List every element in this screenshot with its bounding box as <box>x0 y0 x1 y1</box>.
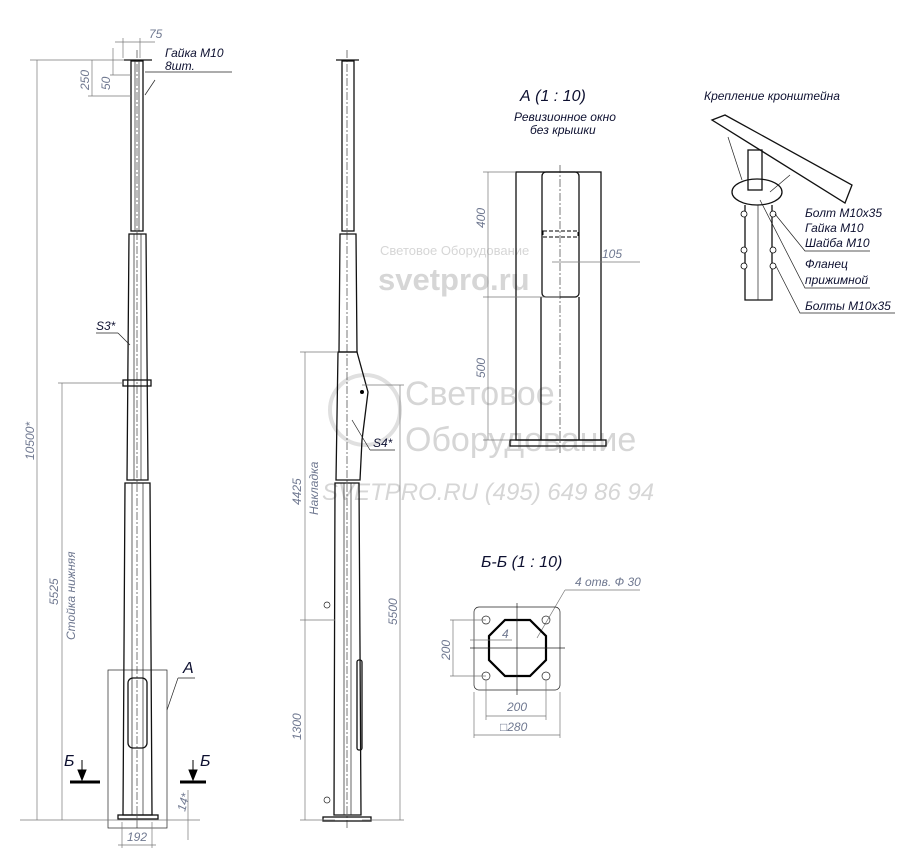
watermark-logo <box>328 373 402 447</box>
bracket-detail: Крепление кронштейна Болт М10х35 Гайка М… <box>704 89 895 314</box>
pole-side-view: 10500* 5525 Стойка нижняя 250 50 75 Гайк… <box>20 27 232 848</box>
watermark-text: Световое <box>405 375 555 413</box>
view-a-marker: А <box>182 660 194 677</box>
pole-front-view: 4425 Накладка 1300 5500 S4* <box>290 50 404 830</box>
view-a-note: Ревизионное окно <box>514 110 616 124</box>
dim-lower-label: 5525 <box>47 578 61 605</box>
dim-h200-label: 200 <box>506 700 527 714</box>
dim-1300-label: 1300 <box>290 713 304 740</box>
bracket-item: прижимной <box>805 273 868 287</box>
dim-total-label: 10500* <box>23 422 37 460</box>
thickness-upper-label: S3* <box>96 319 116 333</box>
dim-280-label: □280 <box>500 720 528 734</box>
dim-50-label: 50 <box>99 76 113 90</box>
thickness-lower-label: S4* <box>373 436 393 450</box>
dim-14-label: 14* <box>174 791 192 812</box>
dim-105-label: 105 <box>602 247 622 261</box>
nut-label: Гайка М10 <box>165 46 224 60</box>
section-bb: Б-Б (1 : 10) 4 отв. Ф 30 200 4 200 □280 <box>439 554 641 738</box>
watermark-text: svetpro.ru <box>378 262 530 297</box>
dim-400-label: 400 <box>474 208 488 228</box>
bracket-item: Фланец <box>805 257 848 271</box>
dim-5500-label: 5500 <box>386 598 400 625</box>
bracket-title: Крепление кронштейна <box>704 89 840 103</box>
dim-250-label: 250 <box>78 70 92 91</box>
section-bb-title: Б-Б (1 : 10) <box>481 554 562 571</box>
nut-qty-label: 8шт. <box>165 59 195 73</box>
watermark-text: SVETPRO.RU (495) 649 86 94 <box>322 479 654 506</box>
bracket-item: Болты М10х35 <box>805 299 891 313</box>
bracket-item: Болт М10х35 <box>805 206 882 220</box>
watermark-text: Световое Оборудование <box>380 243 529 258</box>
dim-4425-label: 4425 <box>290 478 304 505</box>
section-marker-right: Б <box>200 753 210 770</box>
lower-section-label: Стойка нижняя <box>64 551 78 640</box>
bracket-item: Гайка М10 <box>805 221 864 235</box>
section-marker-left: Б <box>64 753 74 770</box>
dim-4-label: 4 <box>502 627 509 641</box>
dim-500-label: 500 <box>474 358 488 378</box>
dim-192-label: 192 <box>127 830 147 844</box>
view-a-title: А (1 : 10) <box>519 88 586 105</box>
holes-label: 4 отв. Ф 30 <box>575 575 641 589</box>
bracket-item: Шайба М10 <box>805 236 870 250</box>
view-a-note: без крышки <box>530 123 596 137</box>
dim-75-label: 75 <box>149 27 163 41</box>
view-a: А (1 : 10) Ревизионное окно без крышки 4… <box>474 88 640 455</box>
dim-v200-label: 200 <box>439 640 453 661</box>
overlay-label: Накладка <box>307 461 321 515</box>
